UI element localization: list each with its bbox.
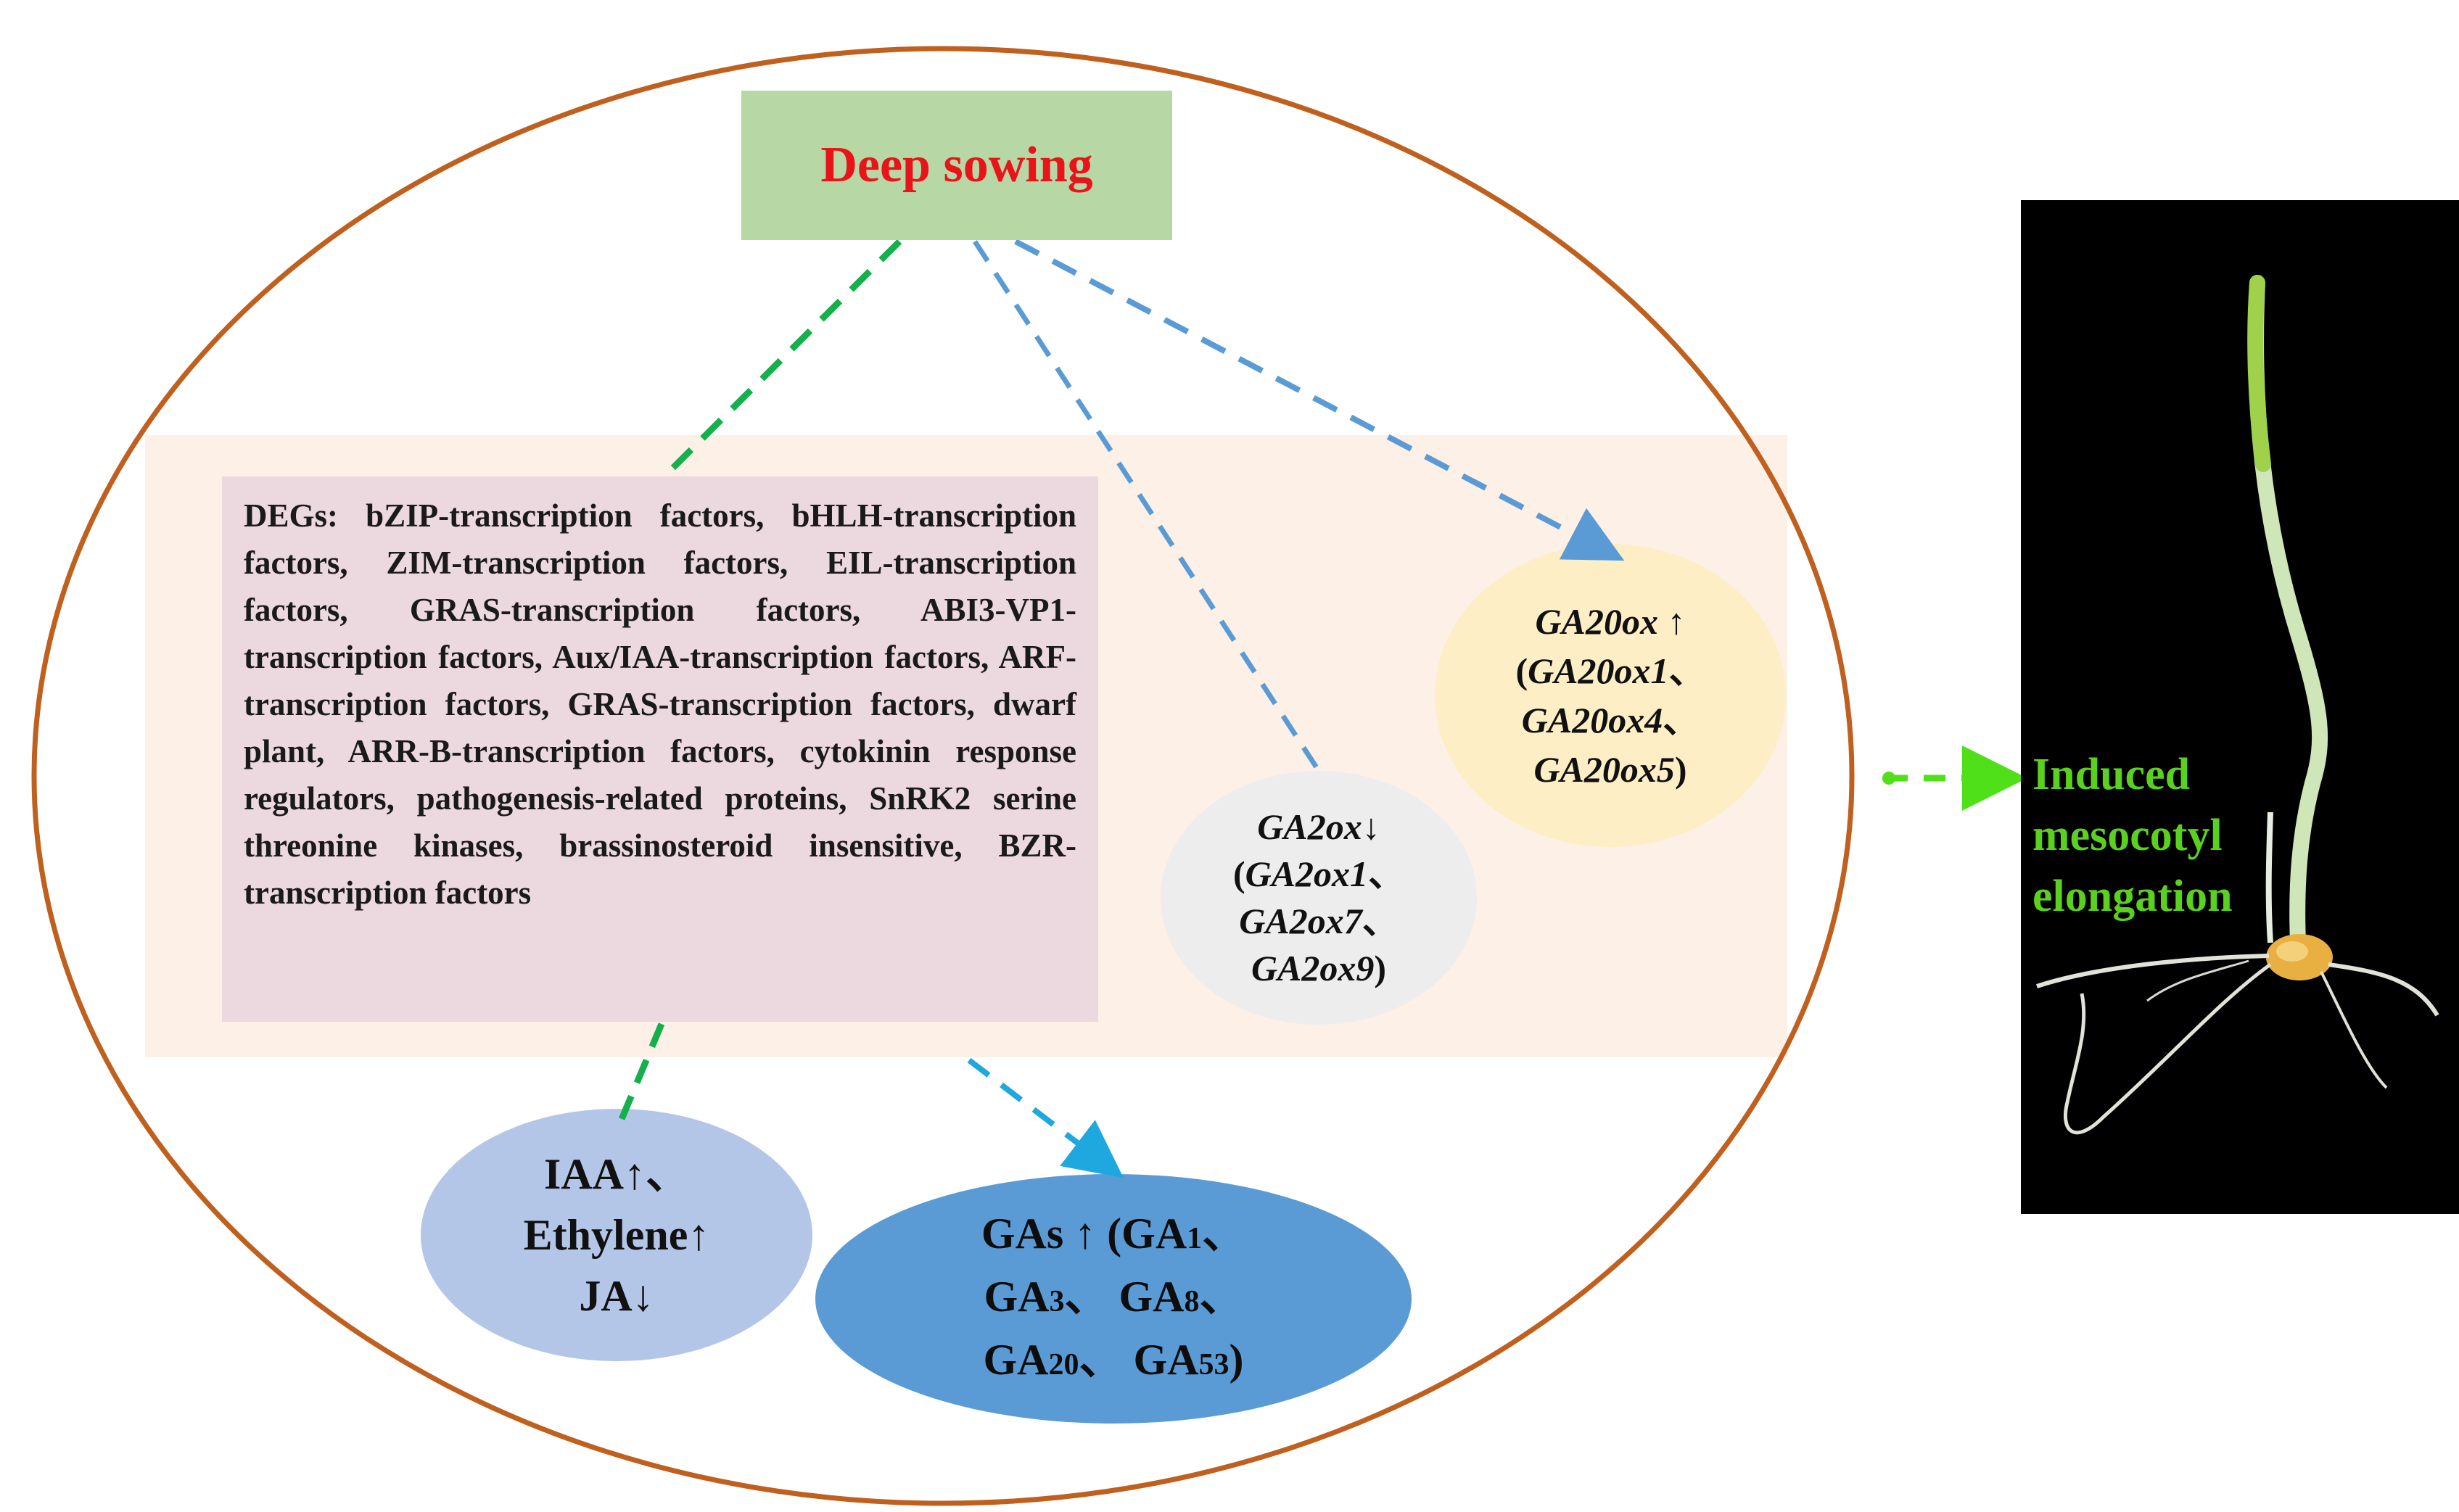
ga2ox-sep-1: 、 [1368,854,1405,894]
ga2ox-gene-3: GA2ox9 [1251,948,1375,988]
induced-line-2: mesocotyl [2032,811,2223,860]
ga20ox-label: GA20ox ↑ (GA20ox1、 GA20ox4、 GA20ox5) [1435,544,1786,847]
ga2ox-line-4: GA2ox9) [1251,945,1386,992]
gas-ga20: GA [983,1335,1049,1384]
gas-line-1: GAs ↑ (GA1、 [981,1205,1245,1268]
gas-line-3: GA20、 GA53) [984,1331,1244,1394]
hormone-line-3: JA↓ [579,1272,654,1320]
ga20ox-line-3: GA20ox4、 [1522,695,1699,745]
deep-sowing-box: Deep sowing [741,91,1172,240]
gas-sep-1: 、 [1202,1209,1246,1257]
ga2ox-line-3: GA2ox7、 [1239,898,1398,945]
gas-sub-8: 8 [1184,1284,1200,1318]
ga20ox-ellipse [1435,544,1786,847]
ga2ox-arrow: ↓ [1362,806,1380,847]
gas-label: GAs ↑ (GA1、 GA3、 GA8、 GA20、 GA53) [815,1174,1412,1424]
gas-ellipse [815,1174,1412,1424]
ga2ox-open-paren: ( [1232,854,1245,894]
seedling-photo [2021,200,2459,1214]
ga2ox-close-paren: ) [1374,948,1387,988]
gas-lead: GAs ↑ (GA [981,1209,1187,1257]
ga20ox-head: GA20ox [1535,601,1658,642]
ga20ox-head-line: GA20ox ↑ [1536,597,1686,646]
gas-ga8: GA [1119,1272,1185,1321]
gas-ga3: GA [984,1272,1050,1321]
ga20ox-gene-2: GA20ox4 [1521,700,1663,740]
gas-sub-20: 20 [1048,1347,1079,1381]
ga2ox-sep-2: 、 [1362,901,1399,941]
induced-line-3: elongation [2032,872,2233,921]
ga20ox-close-paren: ) [1674,749,1687,790]
deep-sowing-title: Deep sowing [820,137,1093,193]
gas-sub-53: 53 [1198,1347,1230,1381]
ga20ox-gene-3: GA20ox5 [1533,749,1675,790]
gas-ga53: GA [1133,1335,1199,1384]
ga2ox-gene-2: GA2ox7 [1239,901,1362,941]
blue-dash-title-to-ga2ox [973,240,1321,772]
ga2ox-ellipse [1161,771,1477,1025]
hormone-ellipse [421,1109,812,1361]
ga2ox-label: GA2ox↓ (GA2ox1、 GA2ox7、 GA2ox9) [1161,771,1477,1025]
green-dash-degs-to-hormones [613,1023,665,1133]
ga2ox-gene-1: GA2ox1 [1245,854,1369,894]
gas-sep-8: 、 [1199,1272,1243,1321]
gas-sub-1: 1 [1187,1221,1203,1255]
ga20ox-sep-2: 、 [1663,700,1700,740]
ga2ox-head: GA2ox [1257,806,1362,847]
ga20ox-open-paren: ( [1515,650,1528,691]
degs-text: DEGs: bZIP-transcription factors, bHLH-t… [244,497,1076,911]
ga2ox-head-line: GA2ox↓ [1257,803,1380,851]
induced-line-1: Induced [2032,750,2191,799]
gas-sep-20: 、 [1079,1335,1134,1384]
hormone-line-2: Ethylene↑ [523,1211,710,1259]
ga20ox-arrow: ↑ [1667,601,1686,642]
ga20ox-line-2: (GA20ox1、 [1515,646,1705,695]
ga2ox-line-2: (GA2ox1、 [1233,851,1404,898]
gas-line-2: GA3、 GA8、 [984,1268,1243,1331]
ga20ox-sep-1: 、 [1668,650,1705,691]
hormone-label: IAA↑、 Ethylene↑ JA↓ [421,1109,812,1361]
hormone-line-1: IAA↑、 [543,1150,689,1198]
ga20ox-gene-1: GA20ox1 [1528,650,1669,691]
green-dash-title-to-degs [670,239,902,471]
green-dash-start-dot [1882,772,1895,785]
degs-box: DEGs: bZIP-transcription factors, bHLH-t… [222,476,1098,1022]
ga20ox-line-4: GA20ox5) [1533,745,1686,794]
induced-label: Induced mesocotyl elongation [2032,744,2233,927]
outer-ellipse [31,46,1855,1506]
blue-dash-title-to-ga20ox [1014,239,1625,561]
gas-close: ) [1229,1335,1244,1384]
cyan-dash-degs-to-gas [967,1057,1124,1178]
gas-sep-3: 、 [1064,1272,1119,1321]
gas-sub-3: 3 [1049,1284,1065,1318]
